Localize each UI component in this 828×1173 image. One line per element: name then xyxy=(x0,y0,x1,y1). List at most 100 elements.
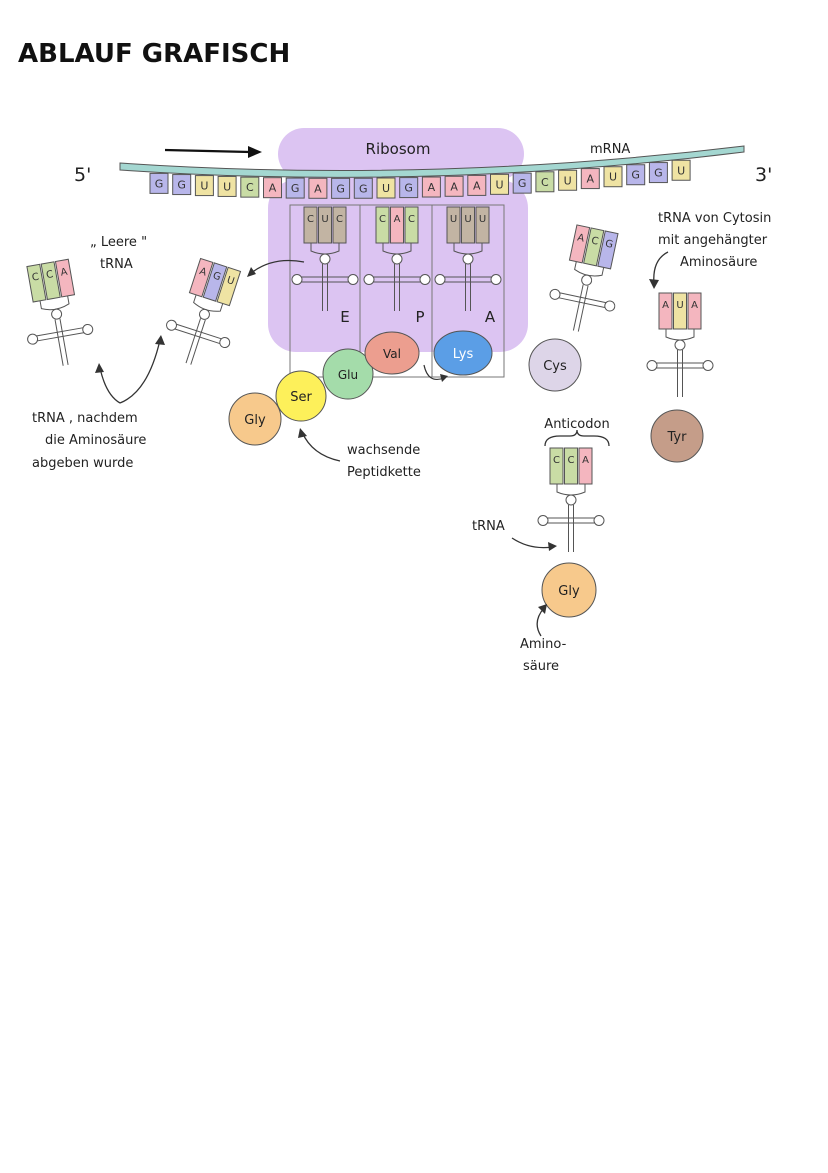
trna-loop xyxy=(565,494,577,506)
mrna-base-letter: G xyxy=(155,177,164,190)
after-release-label-3: abgeben wurde xyxy=(32,456,133,471)
trna-loop-left xyxy=(291,274,303,285)
mrna-base-box xyxy=(194,175,214,197)
ribosome-lower xyxy=(268,180,528,352)
mrna-base-letter: U xyxy=(677,164,685,177)
mrna-base-letter: A xyxy=(473,179,481,192)
aa-val-chain-label: Val xyxy=(383,347,401,361)
aa-ser-chain-label: Ser xyxy=(290,390,312,405)
anticodon-letter: A xyxy=(60,267,69,279)
trna-stem-left xyxy=(572,284,584,331)
mrna-base: A xyxy=(580,168,600,190)
anticodon-base xyxy=(390,206,404,244)
anticodon-base xyxy=(40,261,61,301)
anticodon-letter: C xyxy=(379,214,386,225)
mrna-base-box xyxy=(353,177,373,199)
mrna-base-box xyxy=(421,176,441,198)
trna-arm-top xyxy=(559,292,607,304)
anticodon-base xyxy=(202,262,228,302)
trna-arm-bottom xyxy=(174,328,221,345)
ribosome-upper xyxy=(278,128,524,180)
anticodon-letter: C xyxy=(31,272,40,284)
mrna-base-letter: U xyxy=(200,180,208,193)
empty-trna-label-2: tRNA xyxy=(100,257,133,272)
trna-arm-top xyxy=(175,323,222,340)
mrna-base: C xyxy=(535,171,555,193)
anticodon-base xyxy=(303,206,318,244)
mrna-base: G xyxy=(626,164,646,186)
mrna-base: C xyxy=(240,176,260,198)
after-release-arrow-left xyxy=(99,367,121,404)
anticodon-base xyxy=(54,258,76,298)
mrna-base-letter: G xyxy=(291,182,300,195)
trna-loop-right xyxy=(593,515,605,526)
mrna-base-box xyxy=(217,175,237,197)
trna-legend-arrow xyxy=(511,537,553,549)
mrna-base-letter: A xyxy=(428,181,436,194)
trna-loop xyxy=(198,308,210,320)
aa-tyr xyxy=(650,409,704,463)
aa-glu-chain-label: Glu xyxy=(338,368,358,382)
growing-chain-arrow-head xyxy=(298,428,307,438)
aa-glu-chain xyxy=(322,348,374,400)
cytosin-arrow-head xyxy=(649,279,659,289)
mrna-base: U xyxy=(194,175,214,197)
anticodon-letter: A xyxy=(582,455,589,466)
mrna-base-letter: G xyxy=(177,179,186,192)
after-release-arrow-right-head xyxy=(155,335,165,345)
mrna-base: A xyxy=(444,175,464,197)
mrna-base: U xyxy=(558,169,578,191)
trna-loop-right xyxy=(604,300,616,312)
trna-loop-right xyxy=(82,323,94,335)
anticodon-letter: A xyxy=(394,214,401,225)
mrna-base-box xyxy=(490,173,509,195)
growing-chain-label-2: Peptidkette xyxy=(347,465,421,480)
trna-arm-bottom xyxy=(36,332,85,342)
anticodon-letter: U xyxy=(225,275,235,288)
trna-stem-right xyxy=(59,318,69,365)
aa-gly-legend xyxy=(541,562,597,618)
mrna-base-box xyxy=(376,177,396,199)
mrna-base-box xyxy=(399,177,419,199)
mrna-label: mRNA xyxy=(590,142,630,157)
mrna-base: G xyxy=(285,177,305,199)
mrna-base-letter: A xyxy=(450,180,458,193)
anticodon-letter: C xyxy=(336,214,343,225)
trna-loop xyxy=(391,253,403,265)
mrna-base-letter: G xyxy=(359,182,368,195)
mrna-backbone xyxy=(119,145,745,178)
trna-loop xyxy=(319,253,331,265)
anticodon-base xyxy=(583,227,605,267)
mrna-base: U xyxy=(490,173,509,195)
trna-loop-right xyxy=(490,274,502,285)
mrna-base-box xyxy=(263,177,282,199)
site-box-A xyxy=(431,204,505,378)
trna-stem-right xyxy=(190,319,206,365)
aa-val-chain xyxy=(364,331,420,375)
growing-chain-label-1: wachsende xyxy=(347,443,420,458)
trna-loop-right xyxy=(702,360,714,371)
trna-arm-bottom xyxy=(558,297,606,309)
anticodon-base xyxy=(549,447,564,485)
trna-stem-left xyxy=(185,318,202,364)
after-release-label-1: tRNA , nachdem xyxy=(32,411,138,426)
trna-loop-left xyxy=(166,319,178,331)
amino-acid-label-2: säure xyxy=(523,659,559,674)
mrna-base: A xyxy=(467,174,487,196)
anticodon-base xyxy=(461,206,475,244)
site-label-P: P xyxy=(415,308,424,326)
mrna-base-box xyxy=(648,162,668,184)
mrna-base: G xyxy=(512,172,532,194)
aa-ser-chain xyxy=(275,370,327,422)
anticodon-letter: U xyxy=(321,214,328,225)
trna-loop-left xyxy=(549,288,561,300)
after-release-label-2: die Aminosäure xyxy=(45,433,146,448)
cytosin-label-3: Aminosäure xyxy=(680,255,757,270)
anticodon-brace xyxy=(544,429,610,447)
anticodon-base xyxy=(673,292,687,330)
